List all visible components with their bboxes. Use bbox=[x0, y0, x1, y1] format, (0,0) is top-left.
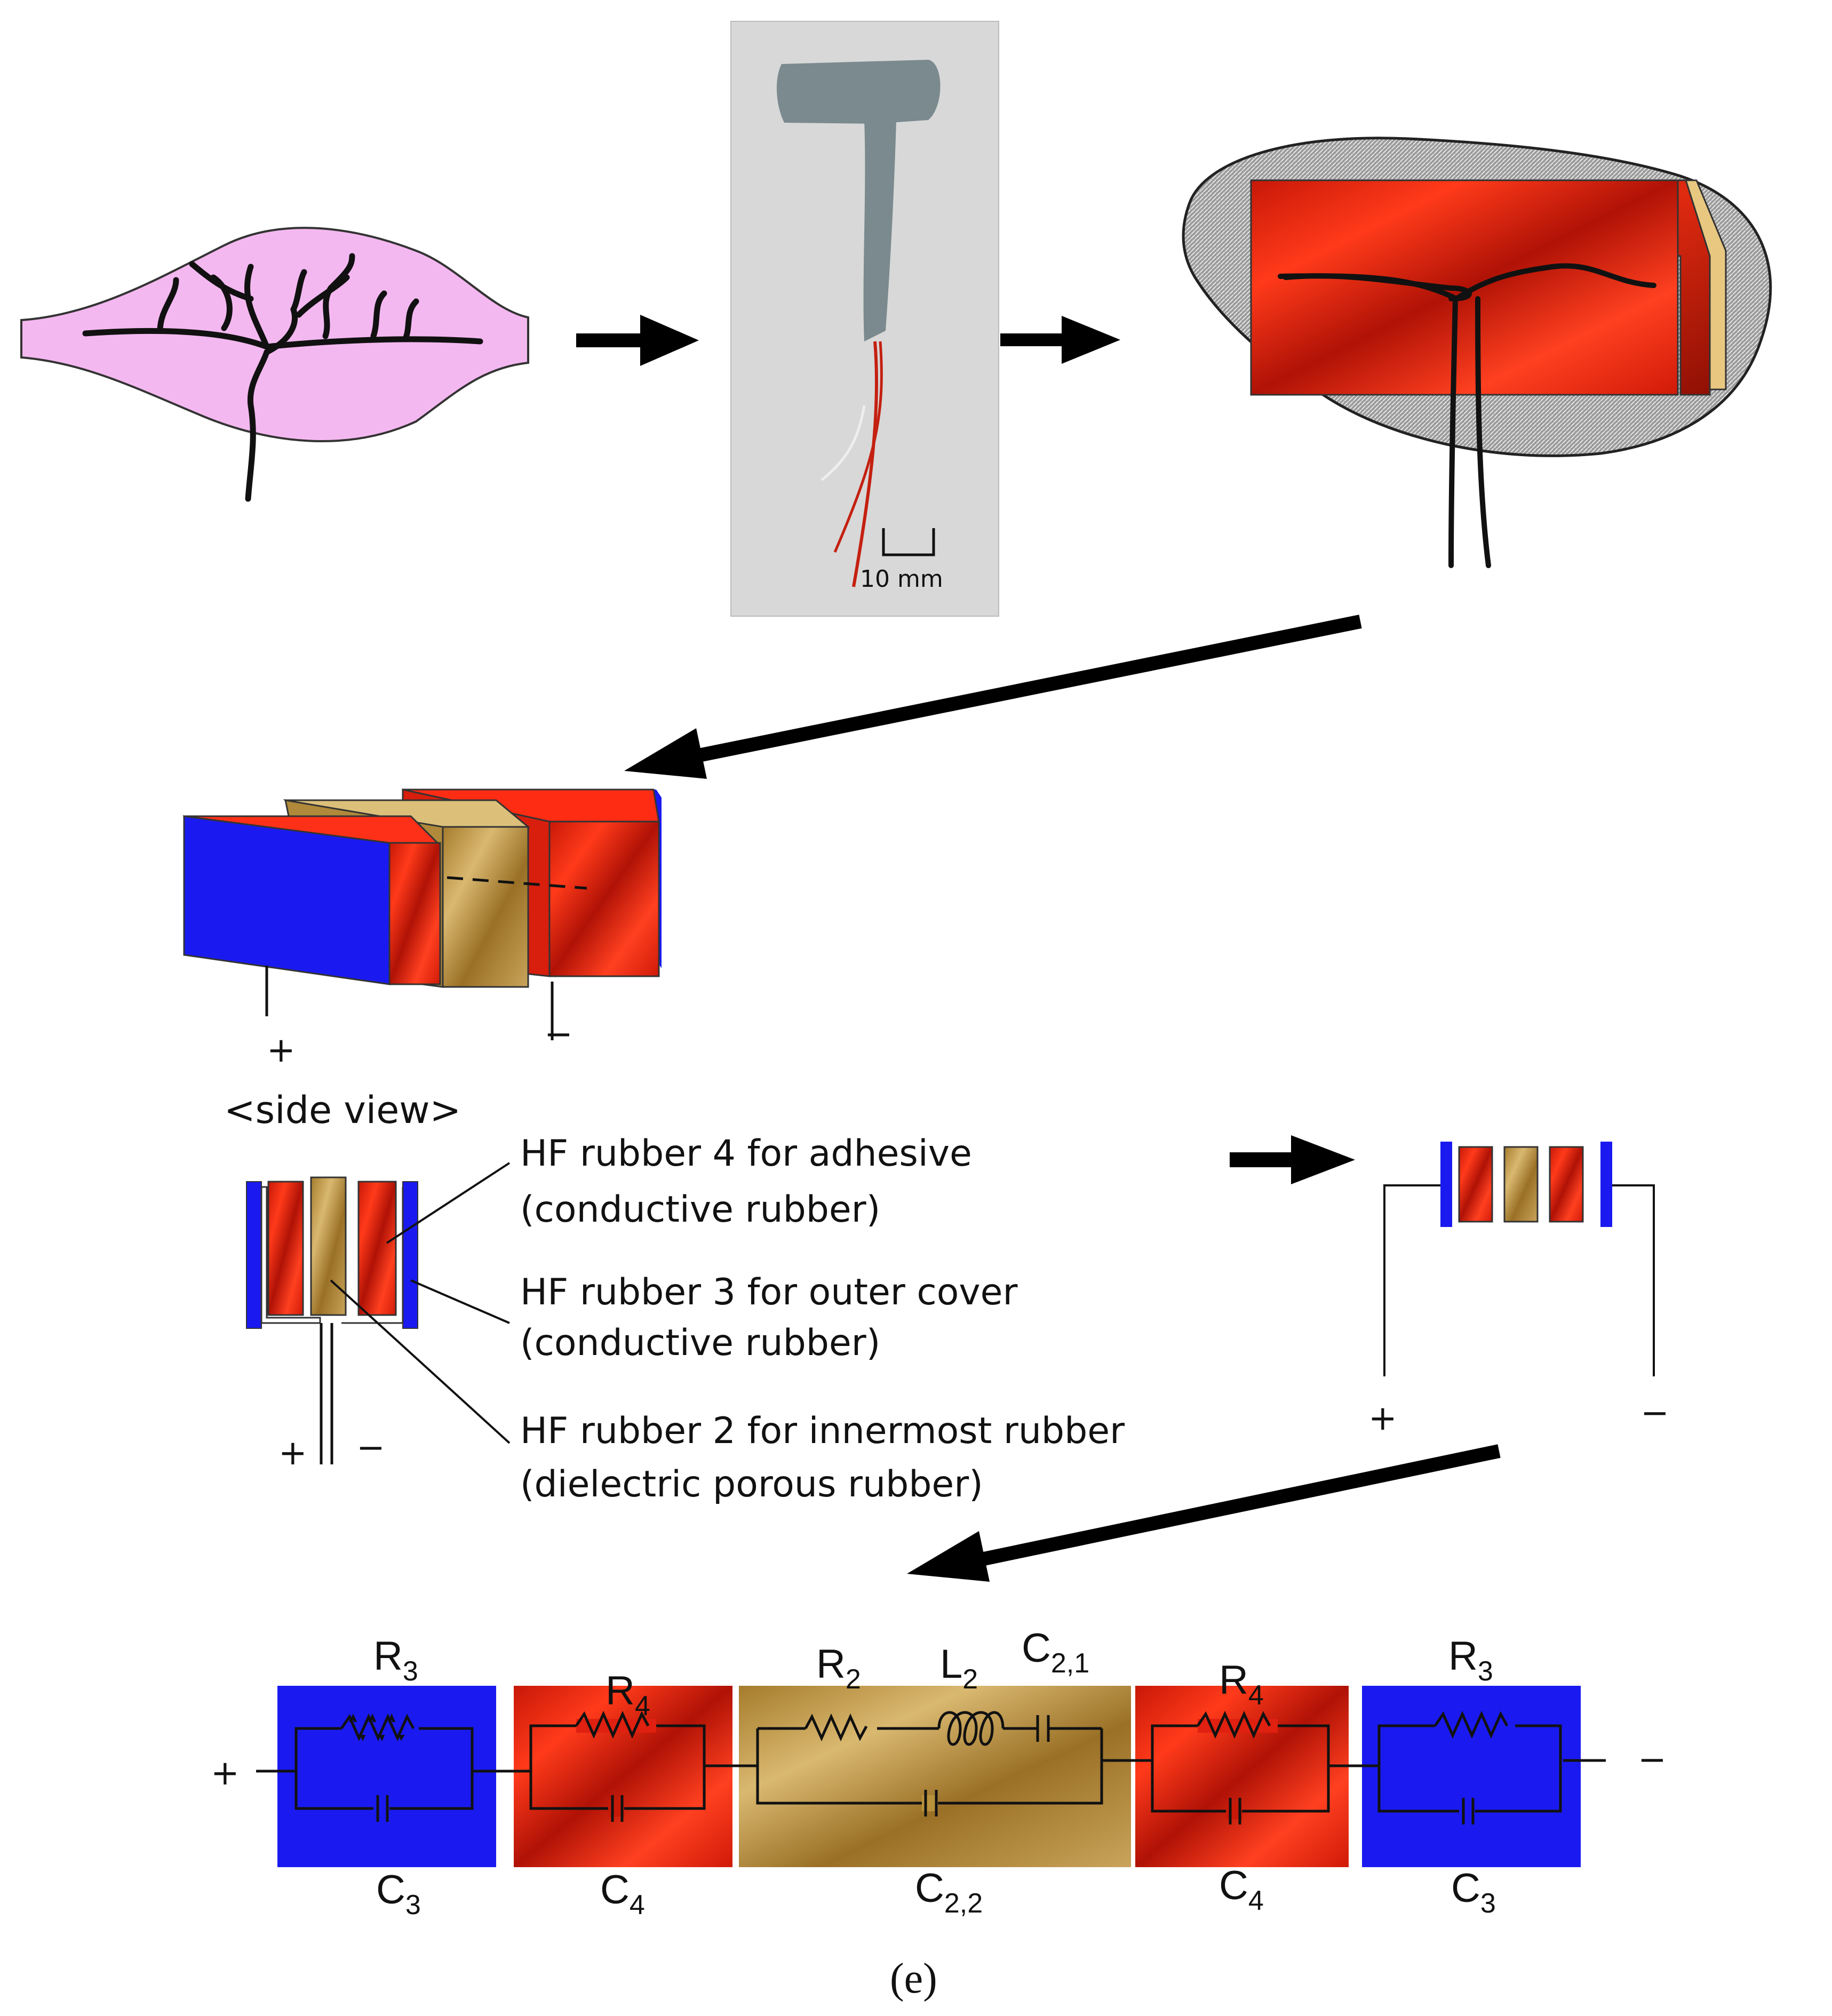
label-r4-right-sub: 4 bbox=[1248, 1680, 1264, 1711]
svg-text:R2: R2 bbox=[816, 1642, 861, 1695]
side-minus: − bbox=[356, 1428, 385, 1468]
front-red-edge bbox=[388, 842, 441, 985]
side-view-title: <side view> bbox=[224, 1088, 461, 1132]
label-r4-left: R bbox=[606, 1668, 635, 1714]
label-c21-sub: 2,1 bbox=[1051, 1648, 1089, 1679]
callout-2-line2: (conductive rubber) bbox=[520, 1322, 880, 1364]
schematic-plus: + bbox=[1368, 1399, 1397, 1438]
callout-labels: HF rubber 4 for adhesive (conductive rub… bbox=[520, 1133, 1125, 1505]
tissue-illustration bbox=[20, 227, 529, 502]
label-r3-left-sub: 3 bbox=[403, 1656, 418, 1687]
callout-2-line1: HF rubber 3 for outer cover bbox=[520, 1271, 1017, 1313]
block-r3-left bbox=[277, 1686, 496, 1867]
callout-3-line1: HF rubber 2 for innermost rubber bbox=[520, 1410, 1125, 1452]
svg-text:R3: R3 bbox=[373, 1633, 418, 1687]
capacitor-plus: + bbox=[267, 1031, 296, 1070]
circuit-minus: − bbox=[1638, 1740, 1667, 1780]
svg-text:C2,1: C2,1 bbox=[1022, 1625, 1089, 1679]
scale-label: 10 mm bbox=[860, 565, 943, 593]
embedded-sensor bbox=[1182, 137, 1772, 568]
label-c4-right-sub: 4 bbox=[1248, 1885, 1264, 1916]
label-r3-right-sub: 3 bbox=[1478, 1656, 1493, 1687]
side-red-left bbox=[267, 1181, 304, 1316]
svg-text:R4: R4 bbox=[606, 1668, 650, 1722]
lead-wire-light bbox=[821, 405, 866, 481]
label-c4-left-sub: 4 bbox=[630, 1890, 645, 1921]
rear-red-plate bbox=[548, 820, 660, 977]
label-c21: C bbox=[1022, 1625, 1051, 1671]
side-view-cross-section: + − bbox=[246, 1162, 511, 1473]
block-r4-right bbox=[1135, 1686, 1349, 1867]
svg-text:C2,2: C2,2 bbox=[915, 1866, 983, 1919]
sensor-photo: 10 mm bbox=[730, 21, 999, 617]
svg-text:R4: R4 bbox=[1219, 1658, 1264, 1711]
circuit-plus: + bbox=[211, 1754, 240, 1793]
svg-text:C3: C3 bbox=[376, 1867, 421, 1921]
label-c4-right: C bbox=[1219, 1863, 1248, 1908]
capacitor-minus: − bbox=[544, 1015, 573, 1054]
callout-3-line2: (dielectric porous rubber) bbox=[520, 1463, 983, 1505]
side-plus: + bbox=[278, 1433, 307, 1473]
arrow-right-2 bbox=[1000, 316, 1120, 364]
nerve-branches bbox=[82, 253, 483, 502]
arrow-right-1 bbox=[576, 315, 699, 366]
label-r2-sub: 2 bbox=[846, 1664, 861, 1695]
side-gold-middle bbox=[310, 1176, 347, 1316]
label-l2: L bbox=[940, 1642, 962, 1687]
figure-caption: (e) bbox=[890, 1955, 937, 2002]
electrode-stem bbox=[863, 120, 896, 341]
label-r3-left: R bbox=[373, 1633, 403, 1679]
svg-text:L2: L2 bbox=[940, 1642, 978, 1695]
label-r2: R bbox=[816, 1642, 846, 1687]
exploded-capacitor: + − bbox=[182, 788, 662, 1070]
front-blue-plate bbox=[183, 815, 391, 985]
label-c3-left-sub: 3 bbox=[405, 1890, 421, 1921]
block-r3-right bbox=[1362, 1686, 1581, 1867]
label-r4-left-sub: 4 bbox=[635, 1691, 650, 1722]
label-r3-right: R bbox=[1448, 1633, 1478, 1679]
callout-1-line1: HF rubber 4 for adhesive bbox=[520, 1133, 972, 1175]
svg-text:C4: C4 bbox=[1219, 1863, 1264, 1916]
svg-text:C3: C3 bbox=[1451, 1866, 1496, 1919]
label-r4-right: R bbox=[1219, 1658, 1248, 1703]
svg-text:R3: R3 bbox=[1448, 1633, 1493, 1687]
label-c3-right: C bbox=[1451, 1866, 1480, 1911]
arrow-diagonal-1 bbox=[624, 615, 1362, 779]
label-l2-sub: 2 bbox=[962, 1664, 978, 1695]
lead-wire-red-2 bbox=[833, 341, 883, 553]
schematic-capacitor: + − bbox=[1368, 1142, 1669, 1438]
arrow-right-3 bbox=[1230, 1135, 1355, 1184]
tissue-shape bbox=[20, 227, 529, 442]
electrode-head bbox=[776, 60, 941, 124]
arrow-diagonal-2 bbox=[907, 1444, 1501, 1582]
side-red-right bbox=[357, 1181, 397, 1316]
schematic-minus: − bbox=[1640, 1393, 1669, 1433]
equivalent-circuit: + − R3 C3 R4 C4 R2 L2 C2,1 C2,2 R4 C4 R3… bbox=[211, 1625, 1667, 1921]
callout-1-line2: (conductive rubber) bbox=[520, 1189, 880, 1231]
label-c22-sub: 2,2 bbox=[944, 1888, 983, 1919]
label-c4-left: C bbox=[600, 1867, 630, 1913]
label-c3-left: C bbox=[376, 1867, 405, 1913]
block-core bbox=[739, 1686, 1131, 1867]
svg-text:C4: C4 bbox=[600, 1867, 645, 1921]
gold-middle-plate bbox=[442, 826, 529, 988]
label-c3-right-sub: 3 bbox=[1480, 1888, 1496, 1919]
scale-bar bbox=[882, 528, 935, 556]
label-c22: C bbox=[915, 1866, 944, 1911]
